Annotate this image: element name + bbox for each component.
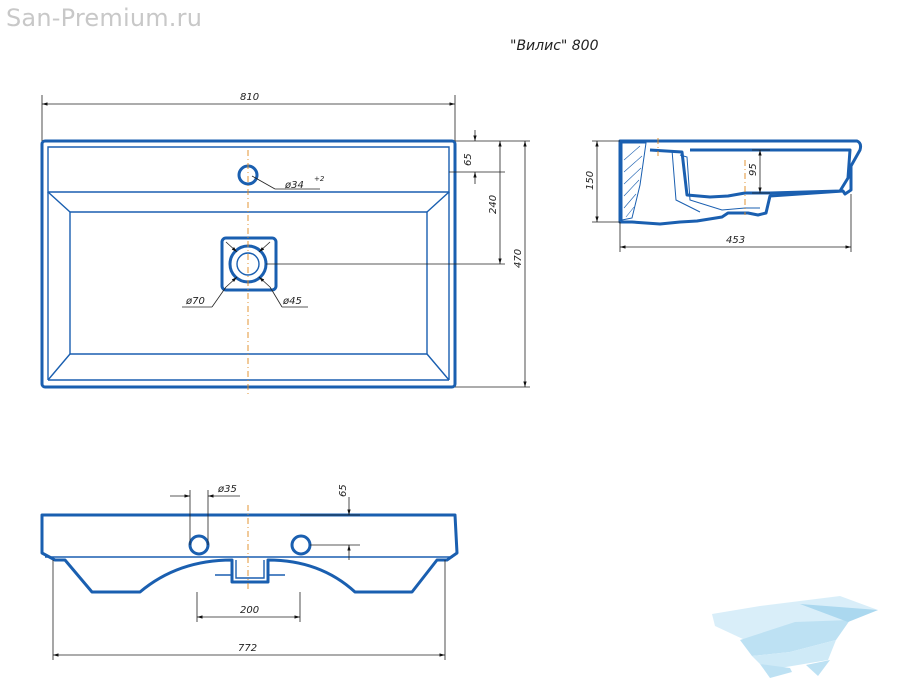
side-view: 150 95 453 xyxy=(585,138,863,252)
dim-drain-240: 240 xyxy=(488,195,499,214)
watermark: San-Premium.ru xyxy=(6,4,203,32)
dim-depth-470: 470 xyxy=(513,249,524,268)
top-view: 810 470 65 240 ø34 +2 ø70 ø45 xyxy=(40,92,530,395)
dim-front-200: 200 xyxy=(240,605,259,616)
dim-width-810: 810 xyxy=(240,92,259,103)
front-view-outline xyxy=(40,513,459,594)
label-front-hole: ø35 xyxy=(217,484,237,495)
dim-ledge-65: 65 xyxy=(463,153,474,166)
dim-front-65: 65 xyxy=(338,484,349,497)
label-tap-hole-tolerance: +2 xyxy=(314,175,325,183)
bathtub-logo-icon xyxy=(712,596,878,678)
label-tap-hole: ø34 xyxy=(284,180,304,191)
front-view: ø35 65 200 772 xyxy=(40,484,459,660)
dim-bowl-95: 95 xyxy=(748,163,759,176)
model-title: "Вилис" 800 xyxy=(510,38,599,54)
dim-side-453: 453 xyxy=(726,235,745,246)
label-drain-inner: ø45 xyxy=(282,296,302,307)
dim-front-772: 772 xyxy=(238,643,257,654)
label-drain-outer: ø70 xyxy=(185,296,205,307)
dim-height-150: 150 xyxy=(585,171,596,190)
